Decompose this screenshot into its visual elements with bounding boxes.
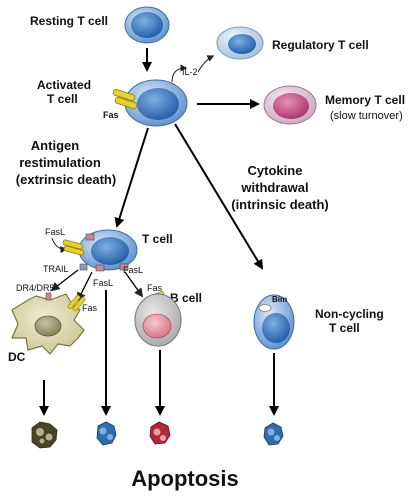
intrinsic-label-line1: Cytokine (248, 163, 303, 178)
fasl-label-bottom: FasL (93, 278, 113, 288)
apoptotic-dc-body (31, 421, 58, 449)
intrinsic-label-line3: (intrinsic death) (231, 197, 329, 212)
fas-label-activated: Fas (103, 110, 119, 120)
arrow-fasl-to-dc (77, 271, 93, 302)
fasl-ligand-right-icon (119, 263, 129, 271)
dr45-receptor-icon (45, 292, 52, 301)
resting-t-cell-label: Resting T cell (30, 14, 108, 28)
restim-t-cell-label: T cell (142, 232, 173, 246)
non-cycling-t-cell (253, 294, 295, 350)
extrinsic-label-line3: (extrinsic death) (16, 172, 116, 187)
non-cycling-label-line1: Non-cycling (315, 307, 384, 321)
fas-receptor-icon (112, 88, 138, 110)
fasl-ligand-bottom-icon (95, 264, 105, 272)
fas-receptor-dc-icon (67, 294, 86, 312)
arrow-fasl-to-bcell (124, 271, 144, 298)
bim-label: Bim (272, 295, 287, 304)
memory-t-cell (263, 85, 317, 125)
extrinsic-label-line2: restimulation (19, 155, 101, 170)
extrinsic-label-line1: Antigen (31, 138, 79, 153)
fasl-label-top: FasL (45, 227, 65, 237)
fas-label-dc: Fas (82, 303, 98, 313)
b-cell-label: B cell (170, 291, 202, 305)
memory-note: (slow turnover) (330, 110, 403, 122)
trail-ligand-icon (79, 263, 88, 271)
activated-label-line1: Activated (37, 78, 91, 92)
arrow-extrinsic (114, 127, 149, 228)
intrinsic-label-line2: withdrawal (240, 180, 308, 195)
memory-t-cell-label: Memory T cell (325, 93, 405, 107)
fas-receptor-restim-icon (62, 239, 85, 256)
arrow-intrinsic (174, 123, 264, 270)
bim-granule-icon (258, 304, 272, 312)
apoptotic-b-cell-body (149, 421, 171, 445)
regulatory-t-cell (216, 26, 264, 60)
arrow-trail-to-dc (50, 269, 79, 292)
apoptotic-t-cell-body (96, 421, 117, 446)
il2-label: IL-2 (182, 67, 198, 77)
fasl-label-right: FasL (123, 265, 143, 275)
fas-label-bcell: Fas (147, 283, 163, 293)
activated-t-cell (124, 79, 188, 127)
dc-label: DC (8, 350, 26, 364)
dr45-label: DR4/DR5 (16, 283, 55, 293)
resting-t-cell (124, 6, 170, 44)
b-cell (134, 293, 182, 347)
trail-label: TRAIL (43, 264, 69, 274)
apoptotic-noncycling-body (263, 422, 284, 446)
fasl-ligand-top-icon (85, 233, 95, 241)
il2-autocrine-arrow (171, 64, 188, 83)
arrow-to-regulatory (197, 55, 215, 73)
non-cycling-label-line2: T cell (329, 321, 360, 335)
activated-label-line2: T cell (47, 92, 78, 106)
regulatory-t-cell-label: Regulatory T cell (272, 38, 369, 52)
apoptosis-title: Apoptosis (131, 466, 239, 491)
